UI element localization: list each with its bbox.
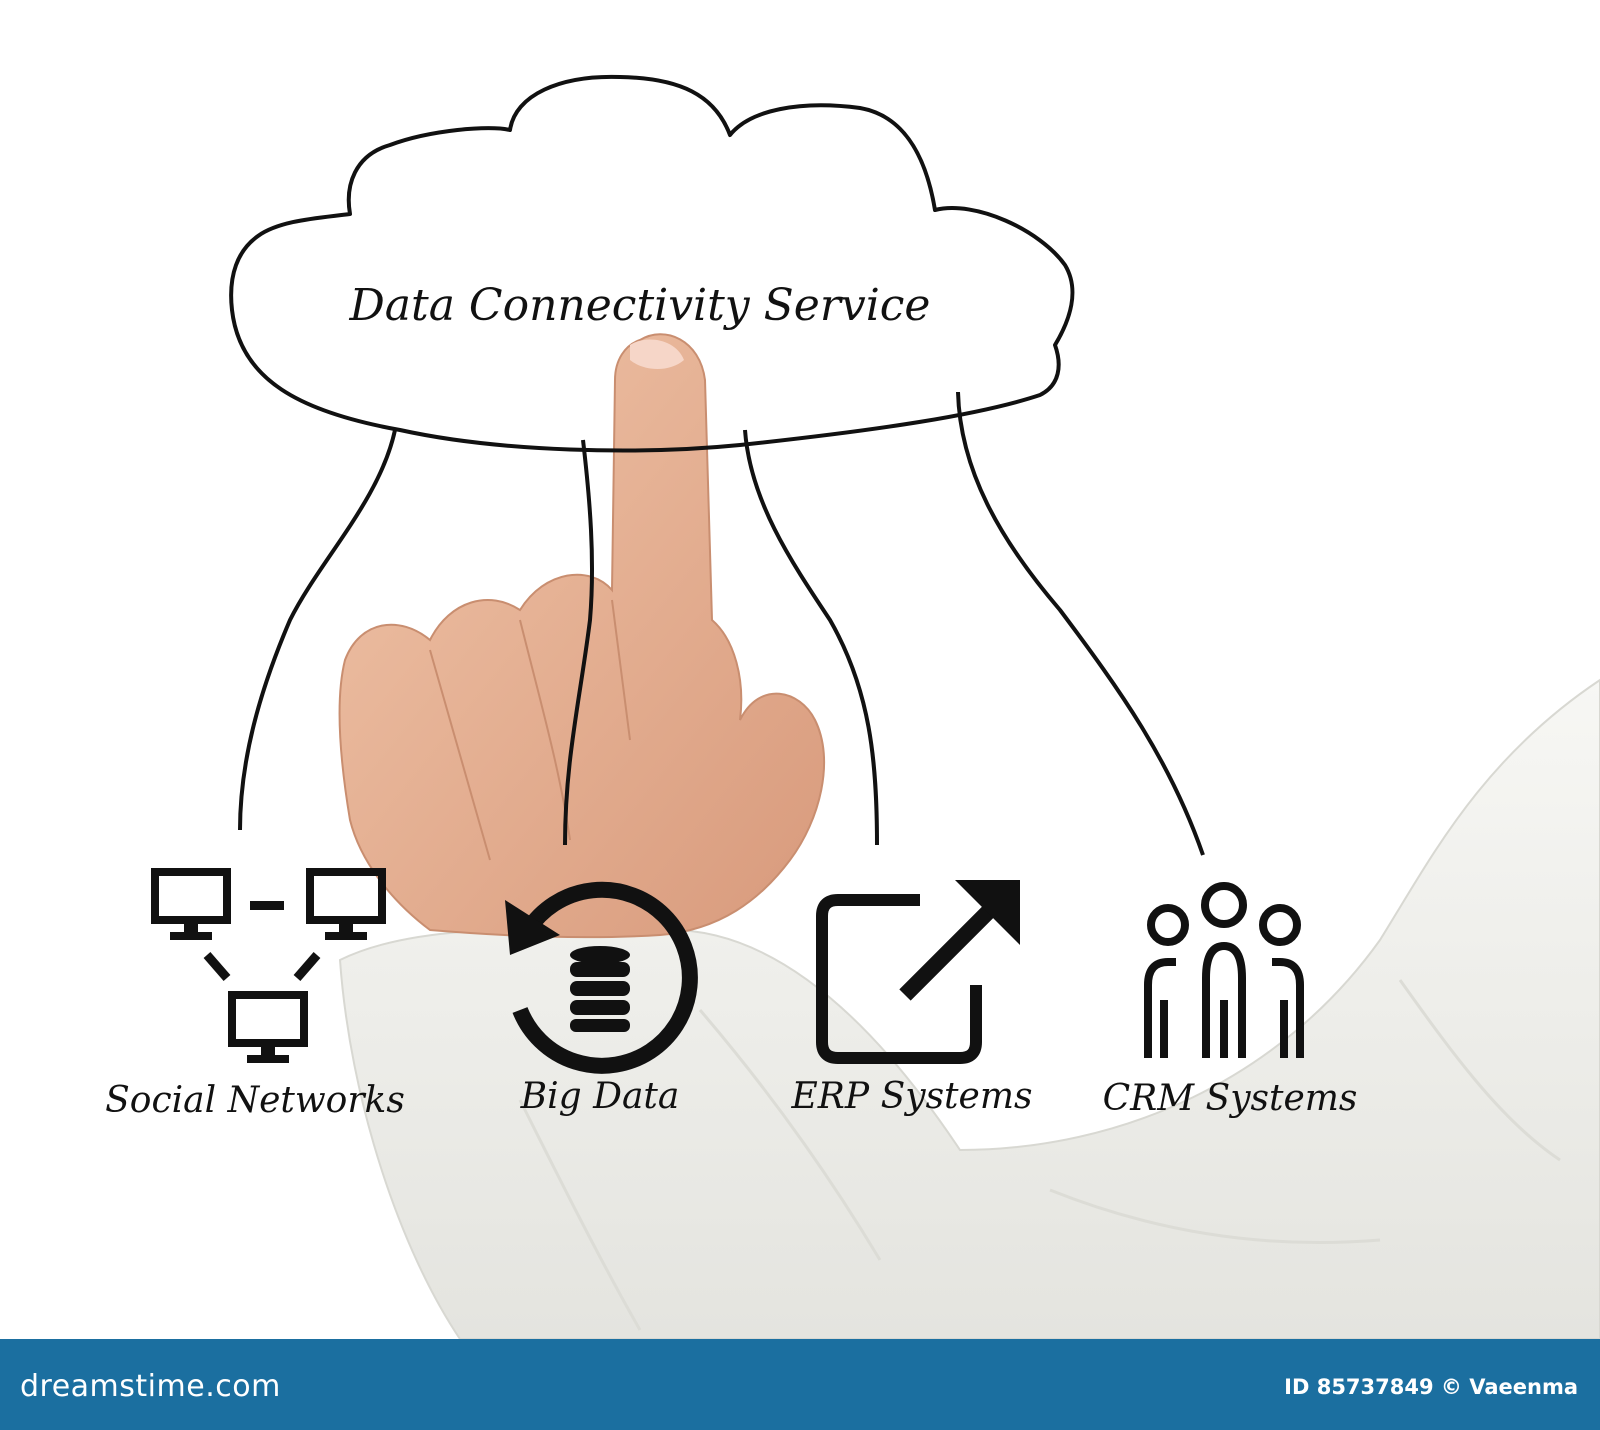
connector-crm (956, 391, 1205, 856)
sleeve-folds (518, 979, 1561, 1331)
external-link-icon (816, 880, 1020, 1064)
cloud-label: Data Connectivity Service (349, 280, 931, 331)
database-sync-icon (505, 881, 698, 1074)
connector-bigdata (563, 439, 595, 846)
watermark-footer: dreamstime.com ID 85737849 © Vaeenma (0, 1339, 1600, 1430)
network-computers-icon (151, 868, 386, 1063)
hand (338, 333, 826, 939)
footer-brand: dreamstime.com (20, 1369, 281, 1404)
diagram-canvas: Data Connectivity Service (105, 74, 1600, 1339)
cloud-shape (229, 74, 1075, 453)
node-label-social: Social Networks (105, 1080, 405, 1121)
people-group-icon (1144, 882, 1304, 1058)
connector-social (238, 429, 397, 831)
node-label-bigdata: Big Data (520, 1076, 680, 1117)
fingernail (630, 339, 684, 369)
node-label-crm: CRM Systems (1103, 1078, 1358, 1119)
node-label-erp: ERP Systems (791, 1076, 1033, 1117)
connector-erp (743, 429, 879, 846)
footer-credit: ID 85737849 © Vaeenma (1284, 1375, 1578, 1399)
